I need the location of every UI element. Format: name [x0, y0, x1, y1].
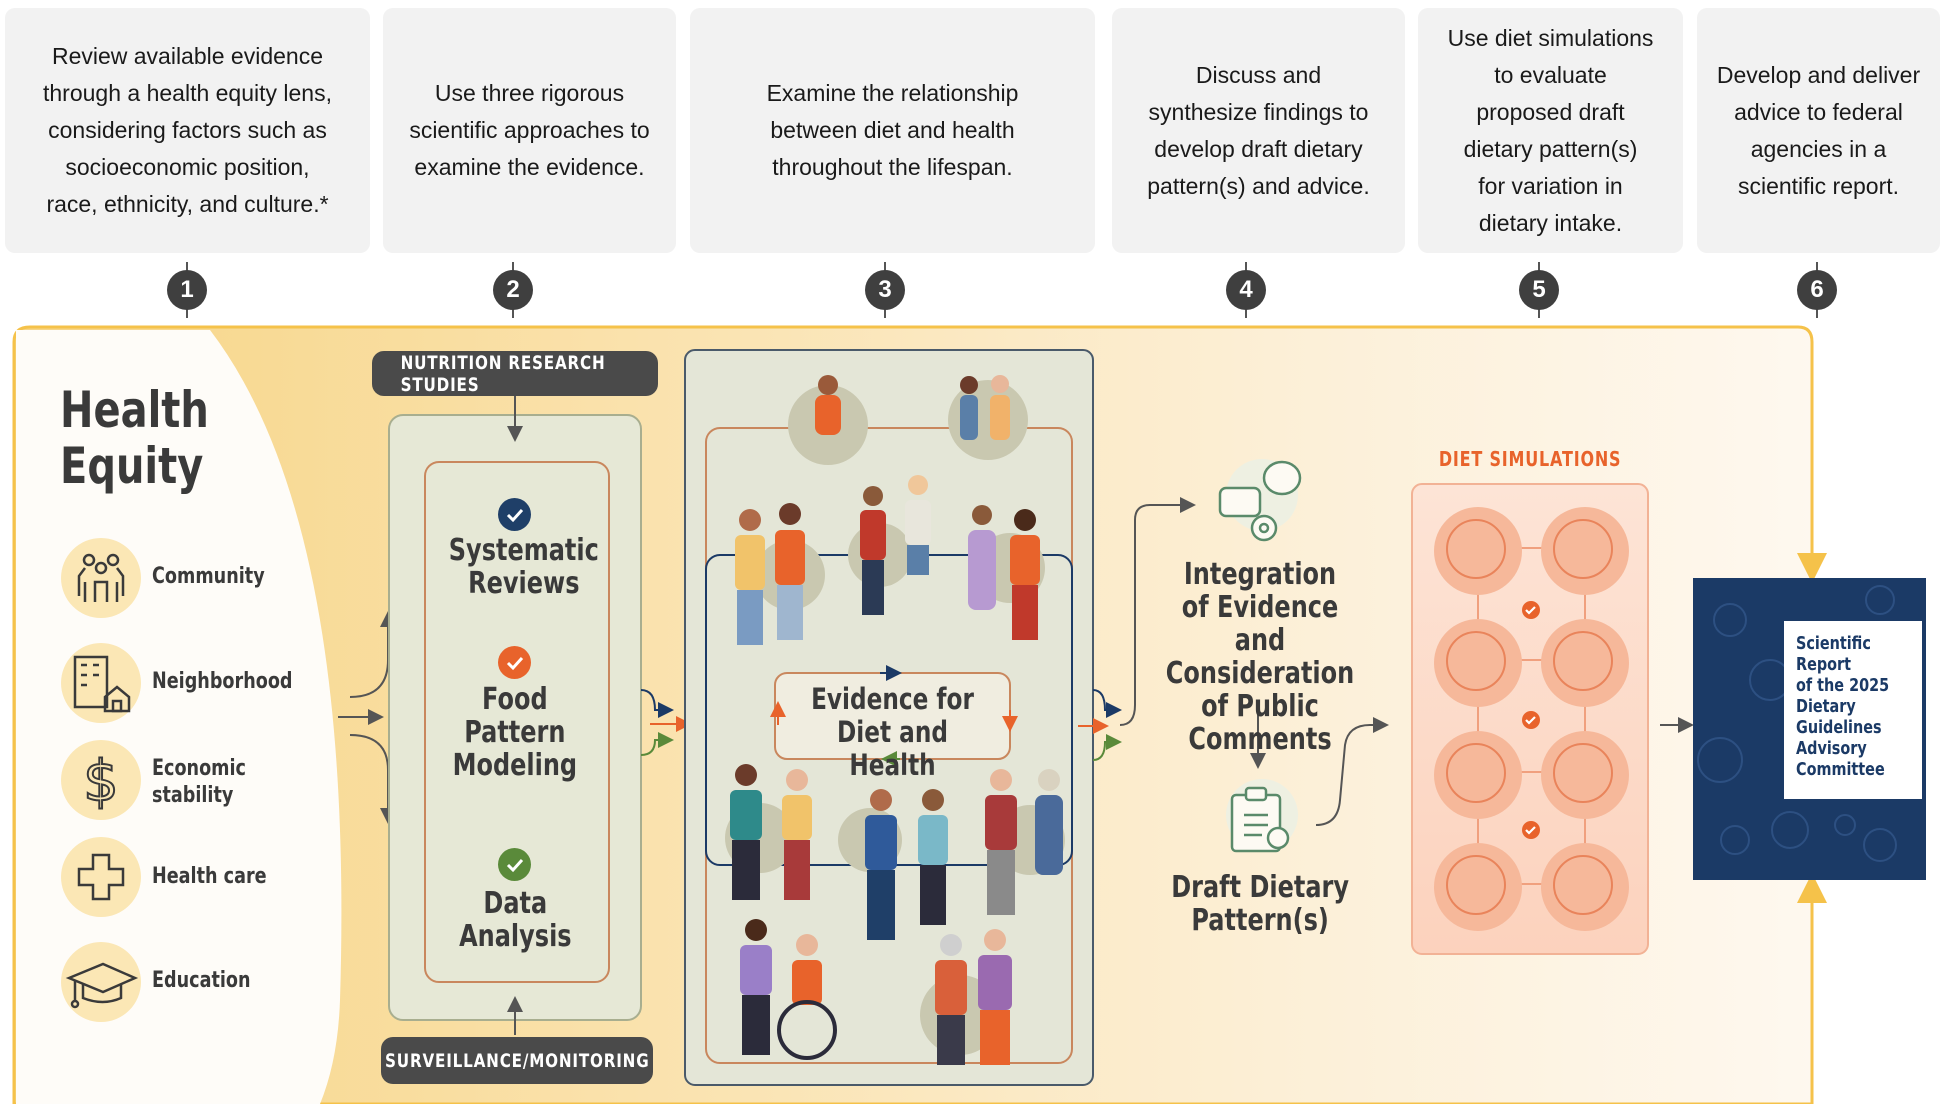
factor-economic-stability-label: Economic stability — [152, 756, 246, 808]
discussion-gear-icon — [1218, 459, 1302, 542]
step-1-box: Review available evidence through a heal… — [5, 8, 370, 253]
check-data-analysis-icon — [498, 848, 531, 881]
step-6-text: Develop and deliver advice to federal ag… — [1716, 61, 1921, 199]
draft-dietary-pattern-label: Draft Dietary Pattern(s) — [1171, 870, 1349, 938]
factor-health-care-label: Health care — [152, 864, 267, 889]
plate-breakfast-icon — [1541, 843, 1629, 931]
plate-salad-icon — [1541, 731, 1629, 819]
step-4-text: Discuss and synthesize findings to devel… — [1147, 61, 1370, 199]
nutrition-research-studies-label: NUTRITION RESEARCH STUDIES — [372, 351, 658, 396]
community-icon — [61, 538, 141, 618]
evidence-diet-health-label: Evidence for Diet and Health — [811, 682, 974, 782]
health-equity-title: Health Equity — [60, 381, 209, 495]
step-4-box: Discuss and synthesize findings to devel… — [1112, 8, 1405, 253]
check-food-pattern-modeling-icon — [498, 646, 531, 679]
data-analysis-label: Data Analysis — [458, 886, 572, 954]
neighborhood-icon — [61, 643, 141, 723]
step-5-box: Use diet simulations to evaluate propose… — [1418, 8, 1683, 253]
diet-simulations-label: DIET SIMULATIONS — [1438, 447, 1622, 471]
clipboard-icon — [1226, 779, 1298, 853]
dollar-icon: $ — [61, 740, 141, 820]
integration-label: Integration of Evidence and Consideratio… — [1165, 557, 1355, 757]
medical-cross-icon — [61, 837, 141, 917]
factor-community-label: Community — [152, 564, 265, 589]
systematic-reviews-label: Systematic Reviews — [448, 533, 599, 601]
step-2-text: Use three rigorous scientific approaches… — [409, 80, 650, 180]
factor-education-label: Education — [152, 968, 251, 993]
svg-text:$: $ — [83, 749, 119, 814]
plate-grains-icon — [1434, 619, 1522, 707]
plate-eggs-icon — [1434, 507, 1522, 595]
graduation-cap-icon — [61, 942, 141, 1022]
step-3-box: Examine the relationship between diet an… — [690, 8, 1095, 253]
step-3-text: Examine the relationship between diet an… — [766, 80, 1019, 180]
factor-neighborhood-label: Neighborhood — [152, 669, 293, 694]
plate-protein-icon — [1434, 843, 1522, 931]
scientific-report-title: Scientific Report of the 2025 Dietary Gu… — [1796, 633, 1890, 780]
food-pattern-modeling-label: Food Pattern Modeling — [452, 682, 578, 783]
step-2-number: 2 — [506, 276, 520, 303]
people-figures — [730, 375, 1063, 1065]
surveillance-monitoring-label: SURVEILLANCE/MONITORING — [381, 1037, 653, 1084]
plate-mixed-icon — [1434, 731, 1522, 819]
plate-vegetables-icon — [1541, 619, 1629, 707]
step-2-box: Use three rigorous scientific approaches… — [383, 8, 676, 253]
step-1-number: 1 — [180, 276, 194, 303]
step-5-text: Use diet simulations to evaluate propose… — [1447, 24, 1654, 236]
step-6-number: 6 — [1810, 276, 1824, 303]
step-1-text: Review available evidence through a heal… — [43, 43, 332, 217]
check-systematic-reviews-icon — [498, 498, 531, 531]
plate-drinks-icon — [1541, 507, 1629, 595]
step-3-number: 3 — [878, 276, 892, 303]
step-5-number: 5 — [1532, 276, 1546, 303]
step-6-box: Develop and deliver advice to federal ag… — [1697, 8, 1940, 253]
step-4-number: 4 — [1239, 276, 1253, 303]
